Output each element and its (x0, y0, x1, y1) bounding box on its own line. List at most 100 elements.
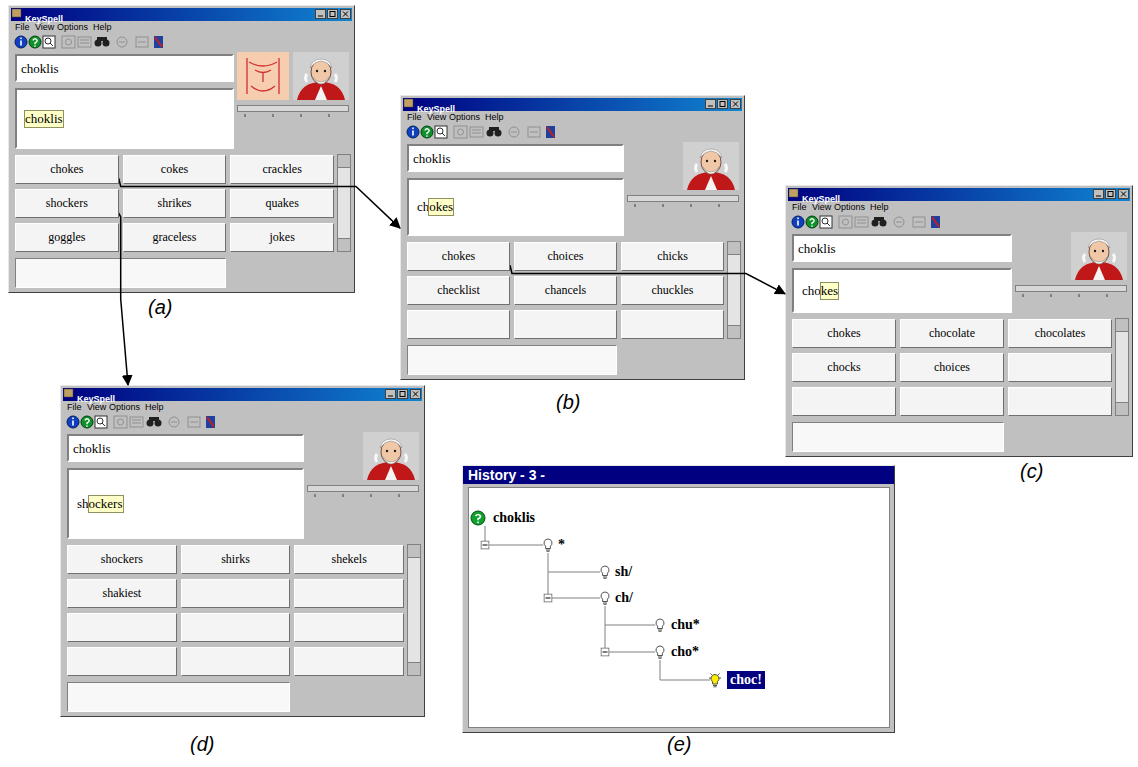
selected-tree-item: choc! (727, 671, 765, 689)
suggestion-word: quakes (265, 196, 298, 211)
suggestion-word: chocks (827, 360, 860, 375)
suggestion-cell: shockers (15, 189, 119, 218)
suggestion-word: chicks (657, 249, 688, 264)
status-box (15, 258, 226, 288)
highlighted-completion: ockers (89, 496, 123, 512)
suggestion-cell: chicks (621, 242, 724, 271)
suggestion-cell: shirks (181, 545, 291, 574)
suggestion-cell: chocolates (1008, 319, 1112, 348)
suggestion-cell: graceless (123, 223, 227, 252)
suggestion-cell: shrikes (123, 189, 227, 218)
history-item: sh/ (615, 563, 632, 581)
highlighted-completion: okes (429, 199, 453, 215)
suggestion-cell: quakes (230, 189, 334, 218)
empty-cell (181, 647, 291, 676)
suggestion-cell: chokes (15, 155, 119, 184)
input-field: choklis (407, 144, 624, 172)
suggestion-word: chokes (50, 162, 83, 177)
flow-arrow (510, 265, 785, 294)
window-c-chrome (789, 189, 1129, 416)
edit-field: chokes (792, 268, 1012, 313)
history-item: ch/ (615, 589, 633, 607)
suggestion-cell: shockers (67, 545, 177, 574)
window-a-chrome (12, 9, 351, 252)
suggestion-word: cokes (161, 162, 188, 177)
suggestion-word: chocolates (1035, 326, 1086, 341)
empty-cell (181, 613, 291, 642)
history-window: History - 3 - choc! (462, 465, 895, 733)
typed-prefix: ch (417, 199, 429, 215)
menu-item: Options (57, 22, 88, 33)
empty-cell (514, 310, 617, 339)
suggestion-word: chuckles (652, 283, 694, 298)
empty-cell (792, 387, 896, 416)
input-text: choklis (21, 61, 59, 76)
title-bar: KeySpell (403, 98, 742, 111)
empty-cell (67, 613, 177, 642)
suggestion-word: chancels (545, 283, 586, 298)
suggestion-word: choices (934, 360, 970, 375)
menu-item: File (67, 402, 82, 413)
suggestion-word: jokes (269, 230, 294, 245)
app-window: KeySpellchoklisshockersshockersshirksshe… (60, 385, 425, 717)
subfigure-label: (e) (667, 733, 691, 756)
typed-prefix: sh (77, 496, 89, 512)
menu-item: Options (109, 402, 140, 413)
title-bar: KeySpell (11, 8, 352, 21)
history-tree (469, 488, 890, 728)
status-box (407, 345, 617, 375)
menu-item: Help (485, 112, 504, 123)
typed-prefix: cho (802, 283, 821, 299)
suggestion-word: crackles (263, 162, 302, 177)
suggestion-word: checklist (437, 283, 480, 298)
edit-field: shockers (67, 468, 304, 539)
menu-item: File (407, 112, 422, 123)
empty-cell (621, 310, 724, 339)
status-box (792, 422, 1004, 452)
suggestion-word: shakiest (102, 586, 141, 601)
empty-cell (1008, 353, 1112, 382)
menu-item: View (812, 202, 831, 213)
suggestion-cell: jokes (230, 223, 334, 252)
empty-cell (900, 387, 1004, 416)
suggestion-word: chocolate (929, 326, 975, 341)
flow-arrow (119, 213, 128, 385)
menu-item: Help (93, 22, 112, 33)
history-item: chu* (671, 616, 700, 634)
empty-cell (294, 613, 404, 642)
menu-item: View (427, 112, 446, 123)
suggestion-cell: chocolate (900, 319, 1004, 348)
input-field: choklis (67, 434, 304, 462)
suggestion-word: choices (548, 249, 584, 264)
selected-text: choc! (730, 672, 762, 687)
suggestion-word: shockers (101, 552, 143, 567)
history-item: choklis (493, 509, 535, 527)
subfigure-label: (a) (148, 296, 172, 319)
window-title: History - 3 - (468, 467, 545, 483)
suggestion-word: goggles (48, 230, 85, 245)
suggestion-cell: shakiest (67, 579, 177, 608)
suggestion-cell: choices (514, 242, 617, 271)
empty-cell (1008, 387, 1112, 416)
highlighted-completion: kes (821, 283, 838, 299)
suggestion-cell: choices (900, 353, 1004, 382)
input-text: choklis (413, 151, 451, 166)
suggestion-cell: checklist (407, 276, 510, 305)
suggestion-cell: chokes (407, 242, 510, 271)
suggestion-cell: goggles (15, 223, 119, 252)
subfigure-label: (b) (556, 391, 580, 414)
app-window: KeySpell choklis chokes chokes choices chicks… (400, 95, 745, 380)
suggestion-cell: crackles (230, 155, 334, 184)
empty-cell (294, 579, 404, 608)
empty-cell (407, 310, 510, 339)
subfigure-label: (c) (1020, 460, 1043, 483)
input-field: choklis (15, 54, 234, 82)
edit-field: choklis (15, 88, 234, 149)
suggestion-cell: chocks (792, 353, 896, 382)
suggestion-word: chokes (442, 249, 475, 264)
app-window: KeySpell choklis choklis chokes cokes crackle… (8, 5, 355, 293)
app-window: KeySpellchoklischokeschokeschocolatechoc… (785, 185, 1133, 457)
title-bar: KeySpell (788, 188, 1130, 201)
input-text: choklis (73, 441, 111, 456)
title-bar: KeySpell (63, 388, 422, 401)
